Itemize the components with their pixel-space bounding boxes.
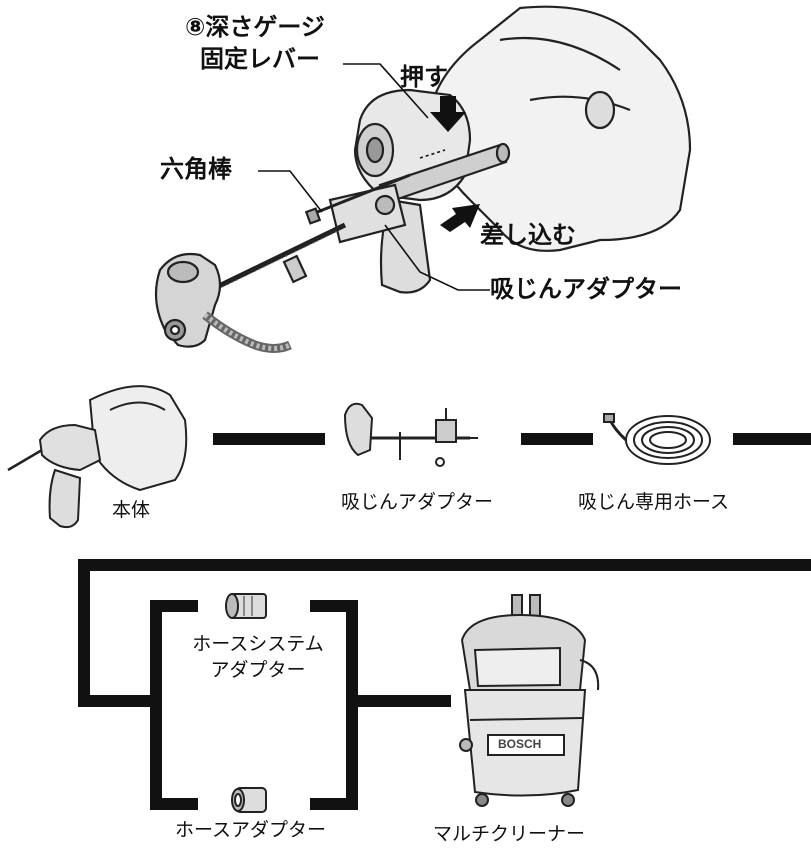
insert-label: 差し込む [480, 221, 576, 249]
hose-system-adapter-label-line1: ホースシステム [192, 633, 324, 655]
multi-cleaner-icon [459, 594, 600, 807]
hose-system-adapter-icon [225, 593, 267, 619]
depth-gauge-lever-label-line1: ⑧深さゲージ [185, 13, 325, 41]
dust-adapter-label-top: 吸じんアダプター [490, 275, 682, 303]
connector-bar-3 [733, 433, 811, 445]
hose-adapter-icon [231, 787, 267, 813]
insert-arrow [440, 204, 480, 232]
connector-bar-2 [521, 433, 593, 445]
bottom-flow-lines [78, 559, 811, 810]
drill-body-icon [7, 385, 188, 529]
dedicated-hose-label: 吸じん専用ホース [578, 491, 730, 513]
body-label: 本体 [112, 499, 151, 521]
push-arrow [430, 96, 466, 132]
bosch-brand-mark: BOSCH [498, 737, 542, 751]
hex-rod-label: 六角棒 [160, 155, 232, 183]
hose-adapter-label: ホースアダプター [175, 819, 327, 841]
dust-adapter-label-chain: 吸じんアダプター [341, 491, 494, 513]
hose-coil-icon [603, 413, 711, 465]
hose-system-adapter-label-line2: アダプター [210, 659, 306, 681]
leader-lines [258, 63, 490, 291]
push-label: 押す [400, 63, 448, 91]
dust-adapter-icon [343, 402, 478, 467]
connector-bar-1 [213, 433, 325, 445]
depth-gauge-lever-label-line2: 固定レバー [200, 45, 320, 73]
hammer-drill-closeup [154, 5, 692, 353]
multi-cleaner-label: マルチクリーナー [433, 823, 586, 845]
insertion-guide-dotted [419, 149, 446, 159]
